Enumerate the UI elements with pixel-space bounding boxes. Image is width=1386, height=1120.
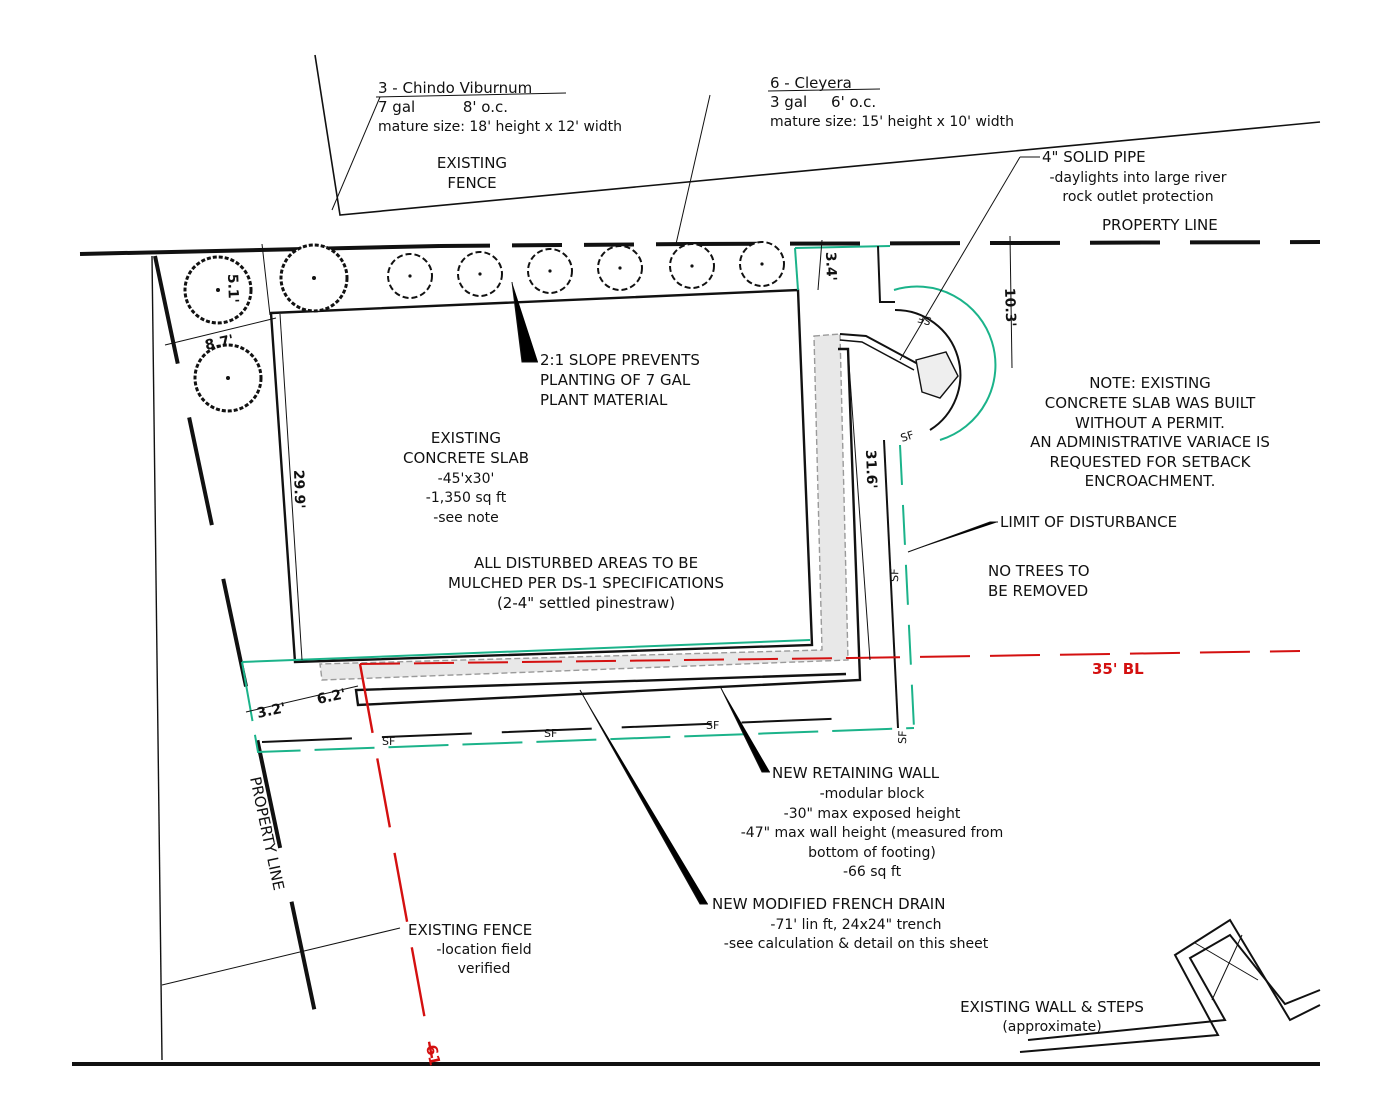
dimension-label: 6.2'	[316, 686, 348, 708]
dimension-label: 3.4'	[822, 252, 839, 282]
viburnum-title: 3 - Chindo Viburnum	[378, 79, 532, 97]
slab-label: -1,350 sq ft	[426, 490, 507, 506]
slab-label: EXISTING	[431, 429, 501, 447]
lod-label: LIMIT OF DISTURBANCE	[1000, 513, 1177, 531]
dimension-label: 5.1'	[224, 274, 241, 304]
note-label: WITHOUT A PERMIT.	[1075, 414, 1225, 432]
property-lines	[79, 240, 1321, 1061]
mulch-label: MULCHED PER DS-1 SPECIFICATIONS	[448, 574, 724, 592]
dimension-label: 10.3'	[1001, 288, 1018, 327]
dimension-label: 31.6'	[862, 450, 879, 489]
sf-label: SF	[382, 735, 395, 748]
setback-label: 35' BL	[1092, 660, 1144, 678]
wall-label: -30" max exposed height	[784, 806, 961, 822]
concrete-slab	[269, 288, 814, 664]
slope-label: PLANT MATERIAL	[540, 391, 668, 409]
mulch-label: (2-4" settled pinestraw)	[497, 594, 675, 612]
fence-label: EXISTING FENCE	[408, 921, 532, 939]
steps-label: (approximate)	[1002, 1019, 1101, 1035]
sf-label: SF	[888, 568, 901, 582]
wall-label: NEW RETAINING WALL	[772, 764, 940, 782]
viburnum-mature: mature size: 18' height x 12' width	[378, 119, 622, 135]
existing-wall-steps	[1019, 918, 1321, 1053]
sf-label: SF	[899, 428, 916, 444]
trees-label: NO TREES TO	[988, 562, 1090, 580]
pipe-label: rock outlet protection	[1062, 189, 1213, 205]
slope-label: PLANTING OF 7 GAL	[540, 371, 691, 389]
mulch-label: ALL DISTURBED AREAS TO BE	[474, 554, 698, 572]
existing-fence-label: FENCE	[447, 174, 496, 192]
sf-label: SF	[896, 730, 909, 744]
existing-fence	[151, 54, 1321, 1061]
steps-label: EXISTING WALL & STEPS	[960, 998, 1144, 1016]
fence-label: verified	[458, 961, 511, 977]
note-label: ENCROACHMENT.	[1085, 472, 1216, 490]
note-label: REQUESTED FOR SETBACK	[1049, 453, 1251, 471]
note-label: CONCRETE SLAB WAS BUILT	[1045, 394, 1256, 412]
slab-label: -see note	[433, 510, 499, 526]
drain-label: -see calculation & detail on this sheet	[724, 936, 989, 952]
dimension-label: 8.7'	[204, 332, 236, 354]
wall-label: -66 sq ft	[843, 864, 902, 880]
note-label: NOTE: EXISTING	[1089, 374, 1211, 392]
wall-label: bottom of footing)	[808, 845, 936, 861]
drain-label: -71' lin ft, 24x24" trench	[770, 917, 941, 933]
property-line-label: PROPERTY LINE	[246, 775, 288, 892]
cleyera-size: 3 gal 6' o.c.	[770, 93, 876, 111]
note-label: AN ADMINISTRATIVE VARIACE IS	[1030, 433, 1270, 451]
dimension-lines	[164, 88, 1013, 905]
pipe-label: -daylights into large river	[1049, 170, 1226, 186]
retaining-wall	[319, 333, 862, 707]
plant-symbols	[183, 241, 785, 413]
dimension-label: 29.9'	[290, 470, 307, 509]
wall-label: -47" max wall height (measured from	[741, 825, 1003, 841]
red-mark: 61	[422, 1043, 444, 1067]
slab-label: CONCRETE SLAB	[403, 449, 529, 467]
sf-label: SF	[916, 311, 932, 327]
existing-fence-label: EXISTING	[437, 154, 507, 172]
wall-label: -modular block	[820, 786, 926, 802]
limit-of-disturbance	[261, 245, 962, 743]
drain-label: NEW MODIFIED FRENCH DRAIN	[712, 895, 945, 913]
slope-label: 2:1 SLOPE PREVENTS	[540, 351, 700, 369]
cleyera-mature: mature size: 15' height x 10' width	[770, 114, 1014, 130]
slab-label: -45'x30'	[438, 471, 495, 487]
fence-label: -location field	[436, 942, 531, 958]
annotations: 3 - Chindo Viburnum 7 gal 8' o.c. mature…	[204, 74, 1270, 1067]
property-line-label: PROPERTY LINE	[1102, 216, 1218, 234]
viburnum-size: 7 gal 8' o.c.	[378, 98, 508, 116]
cleyera-title: 6 - Cleyera	[770, 74, 852, 92]
setback-line	[358, 650, 1301, 1059]
silt-fence	[241, 245, 997, 754]
sf-label: SF	[544, 727, 557, 740]
solid-pipe-outlet	[839, 156, 1021, 399]
sf-label: SF	[706, 719, 719, 732]
dimension-label: 3.2'	[256, 700, 288, 722]
trees-label: BE REMOVED	[988, 582, 1088, 600]
pipe-label: 4" SOLID PIPE	[1042, 148, 1146, 166]
